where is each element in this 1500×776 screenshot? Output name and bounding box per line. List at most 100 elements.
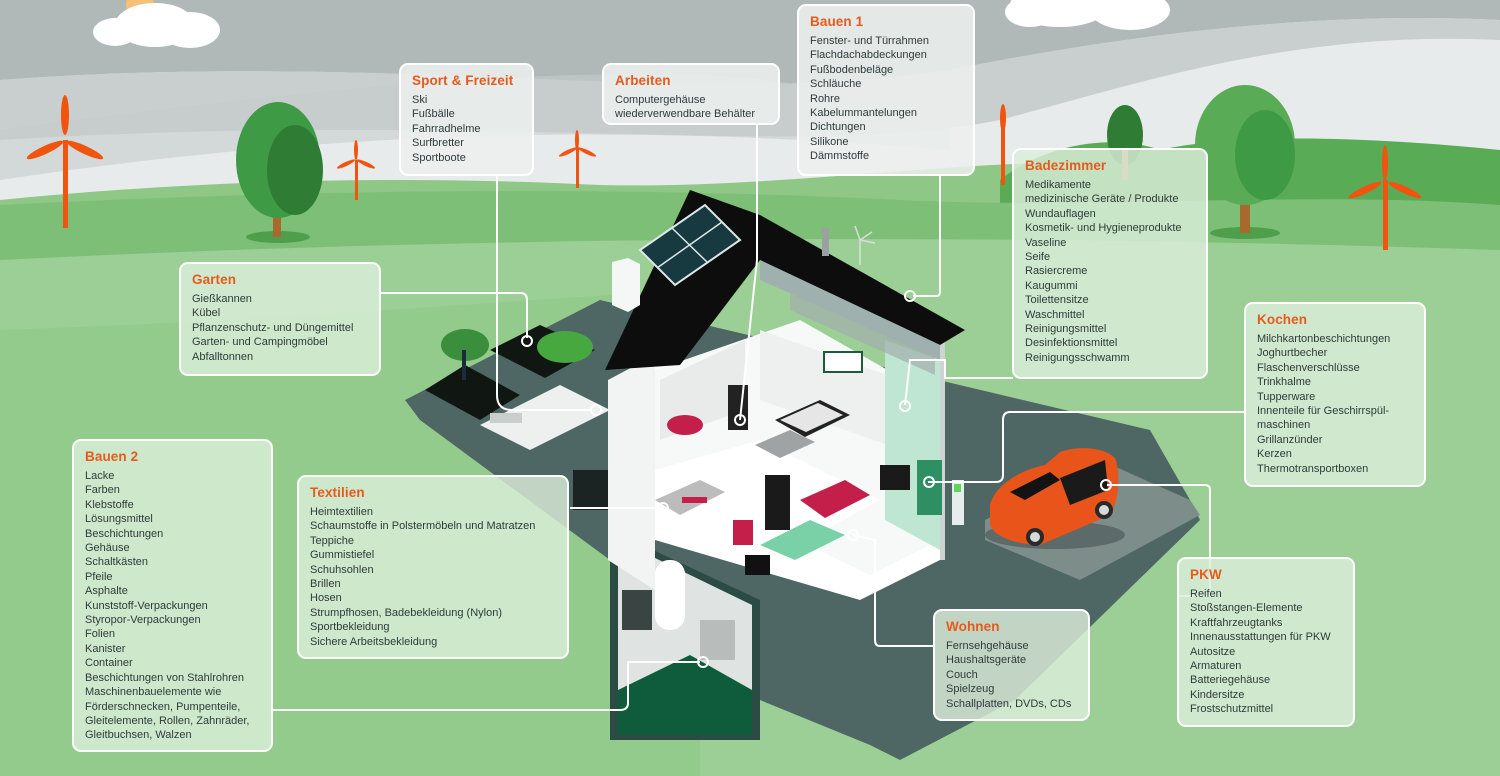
list-item: Rohre	[810, 92, 840, 105]
list-item: Förderschnecken, Pumpenteile,	[85, 700, 241, 713]
card-title: Arbeiten	[615, 73, 671, 88]
list-item: Beschichtungen	[85, 527, 164, 540]
house	[605, 190, 965, 740]
list-item: Fußbälle	[412, 108, 455, 121]
list-item: Computergehäuse	[615, 94, 706, 106]
list-item: Kübel	[192, 307, 221, 320]
list-item: Schaumstoffe in Polstermöbeln und Matrat…	[310, 520, 536, 533]
list-item: Tupperware	[1257, 390, 1316, 403]
garden-beds	[425, 325, 610, 450]
list-item: Joghurtbecher	[1257, 347, 1328, 360]
wind-turbine-icon	[26, 95, 104, 228]
list-item: Strumpfhosen, Badebekleidung (Nylon)	[310, 606, 503, 619]
wind-turbine-icon	[1348, 145, 1422, 250]
list-item: Asphalte	[85, 585, 128, 598]
list-item: Farben	[85, 484, 120, 497]
list-item: Autositze	[1190, 645, 1236, 658]
list-item: Gießkannen	[192, 293, 252, 305]
list-item: Reifen	[1190, 588, 1222, 600]
list-item: Kosmetik- und Hygieneprodukte	[1025, 222, 1182, 235]
list-item: Hosen	[310, 592, 342, 605]
list-item: Reinigungsmittel	[1025, 323, 1107, 336]
list-item: Thermotransportboxen	[1257, 462, 1369, 475]
list-item: Stoßstangen-Elemente	[1190, 602, 1303, 615]
list-item: Brillen	[310, 578, 341, 591]
list-item: Fußbodenbeläge	[810, 63, 894, 76]
list-item: Folien	[85, 628, 115, 641]
list-item: Gummistiefel	[310, 549, 375, 562]
card-title: Garten	[192, 272, 237, 287]
list-item: Heimtextilien	[310, 506, 373, 518]
wind-turbine-icon	[558, 130, 597, 188]
connector-lines	[273, 124, 1245, 711]
list-item: Beschichtungen von Stahlrohren	[85, 671, 244, 684]
list-item: Kerzen	[1257, 448, 1292, 461]
list-item: Trinkhalme	[1257, 376, 1311, 389]
list-item: Spielzeug	[946, 683, 995, 696]
list-item: Teppiche	[310, 534, 355, 547]
wind-turbine-icon	[336, 140, 376, 200]
list-item: Kaugummi	[1025, 279, 1078, 292]
list-item: Schallplatten, DVDs, CDs	[946, 697, 1072, 710]
list-item: Kabelummantelungen	[810, 107, 918, 120]
list-item: Haushaltsgeräte	[946, 654, 1027, 667]
card-title: Sport & Freizeit	[412, 73, 514, 88]
list-item: Fernsehgehäuse	[946, 640, 1029, 652]
list-item: Fahrradhelme	[412, 122, 481, 135]
list-item: Desinfektionsmittel	[1025, 337, 1118, 350]
list-item: Kanister	[85, 642, 126, 655]
list-item: Gleitbuchsen, Walzen	[85, 729, 192, 742]
card-title: Bauen 1	[810, 14, 864, 29]
list-item: Silikone	[810, 135, 849, 148]
list-item: Pfeile	[85, 570, 113, 583]
list-item: Waschmittel	[1025, 308, 1085, 321]
list-item: Kindersitze	[1190, 688, 1245, 701]
list-item: Innenausstattungen für PKW	[1190, 631, 1331, 644]
list-item: Dämmstoffe	[810, 150, 870, 163]
list-item: Container	[85, 657, 133, 670]
list-item: Gleitelemente, Rollen, Zahnräder,	[85, 714, 250, 727]
card-title: Bauen 2	[85, 449, 139, 464]
list-item: Klebstoffe	[85, 498, 134, 511]
list-item: Rasiercreme	[1025, 265, 1088, 278]
tree-icon	[1195, 85, 1295, 239]
list-item: Garten- und Campingmöbel	[192, 336, 328, 349]
card-title: PKW	[1190, 567, 1222, 582]
list-item: Flachdachabdeckungen	[810, 49, 927, 62]
list-item: Styropor-Verpackungen	[85, 614, 201, 627]
list-item: Milchkartonbeschichtungen	[1257, 333, 1391, 345]
list-item: Couch	[946, 668, 978, 681]
list-item: Flaschenverschlüsse	[1257, 361, 1360, 374]
list-item: Innenteile für Geschirrspül-	[1257, 405, 1390, 418]
wind-turbine-icon	[1000, 104, 1006, 185]
list-item: Seife	[1025, 251, 1051, 264]
list-item: maschinen	[1257, 419, 1311, 432]
list-item: Kunststoff-Verpackungen	[85, 599, 208, 612]
list-item: Medikamente	[1025, 179, 1092, 191]
list-item: Sportboote	[412, 151, 466, 164]
cloud-icon	[1005, 0, 1170, 30]
card-title: Badezimmer	[1025, 158, 1107, 173]
list-item: Fenster- und Türrahmen	[810, 35, 930, 47]
list-item: Schuhsohlen	[310, 563, 374, 576]
list-item: Abfalltonnen	[192, 350, 254, 363]
card-title: Textilien	[310, 485, 365, 500]
list-item: Kraftfahrzeugtanks	[1190, 616, 1283, 629]
list-item: Toilettensitze	[1025, 294, 1089, 307]
list-item: Vaseline	[1025, 236, 1067, 249]
